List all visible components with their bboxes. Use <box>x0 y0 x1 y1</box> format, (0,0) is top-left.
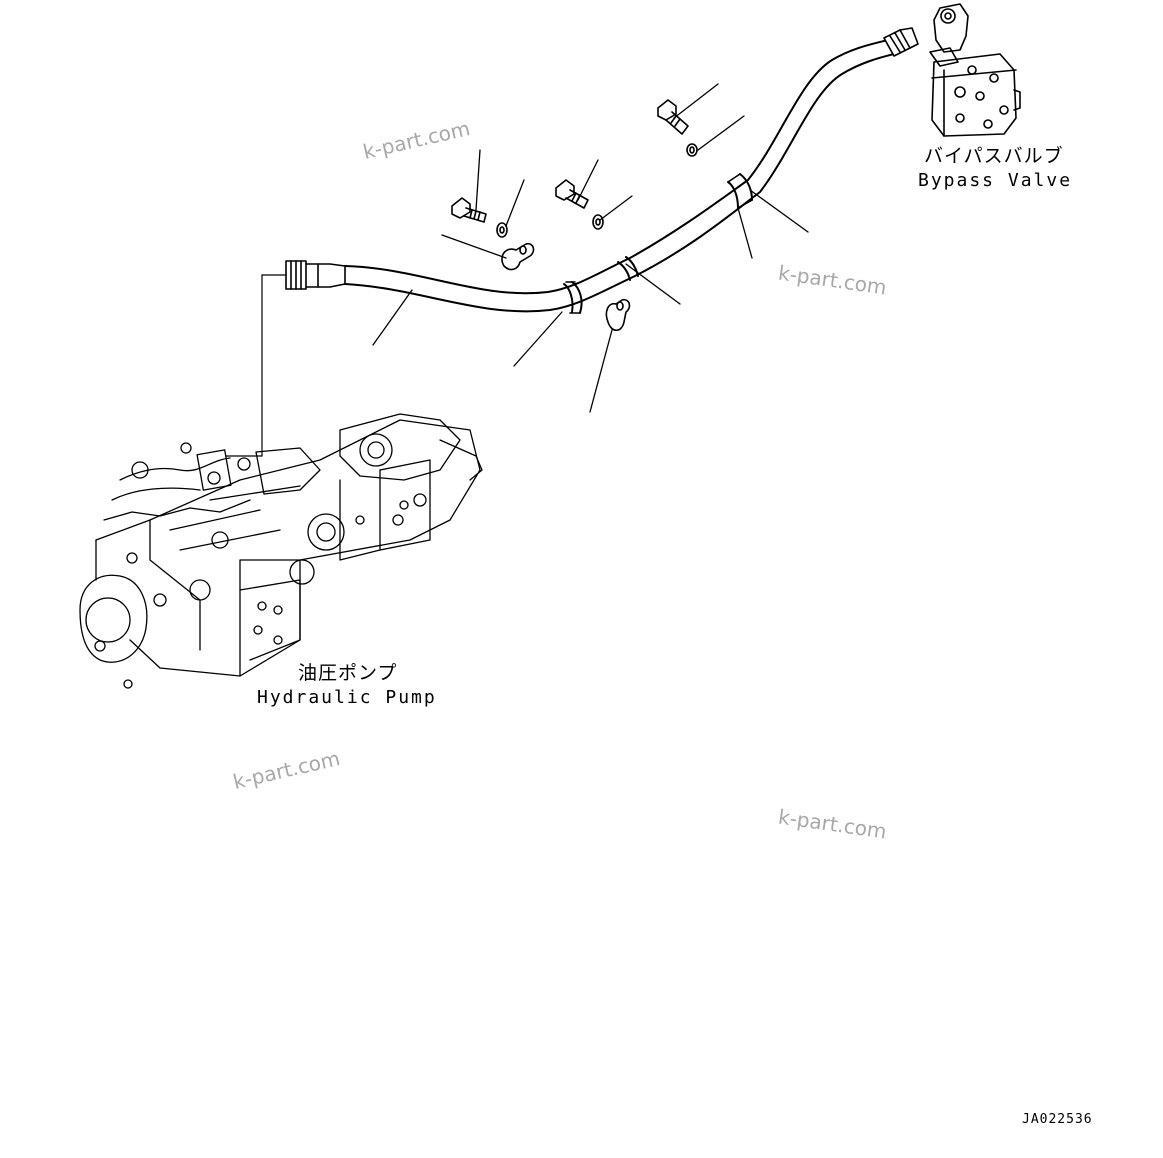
connection-leader <box>225 274 287 457</box>
bypass-valve-label-en: Bypass Valve <box>918 170 1073 191</box>
clamp <box>605 298 631 332</box>
bolt <box>451 197 487 223</box>
hydraulic-pump <box>79 413 483 689</box>
washer <box>592 214 604 230</box>
bolt <box>657 99 689 135</box>
hose-clamp-band <box>727 173 753 209</box>
bypass-valve-label-jp: バイパスバルブ <box>924 145 1064 167</box>
clamp <box>501 242 535 271</box>
leader-lines <box>372 83 809 413</box>
bypass-valve <box>929 3 1021 137</box>
drawing-code: JA022536 <box>1022 1112 1093 1127</box>
hose-clamp-band <box>563 281 583 314</box>
washer <box>496 222 508 238</box>
hydraulic-hose <box>285 27 919 313</box>
hydraulic-pump-label-en: Hydraulic Pump <box>257 687 437 708</box>
washer <box>686 143 698 157</box>
hydraulic-pump-label-jp: 油圧ポンプ <box>298 662 398 684</box>
bolt <box>555 179 589 209</box>
hose-clamp-band <box>617 256 639 281</box>
